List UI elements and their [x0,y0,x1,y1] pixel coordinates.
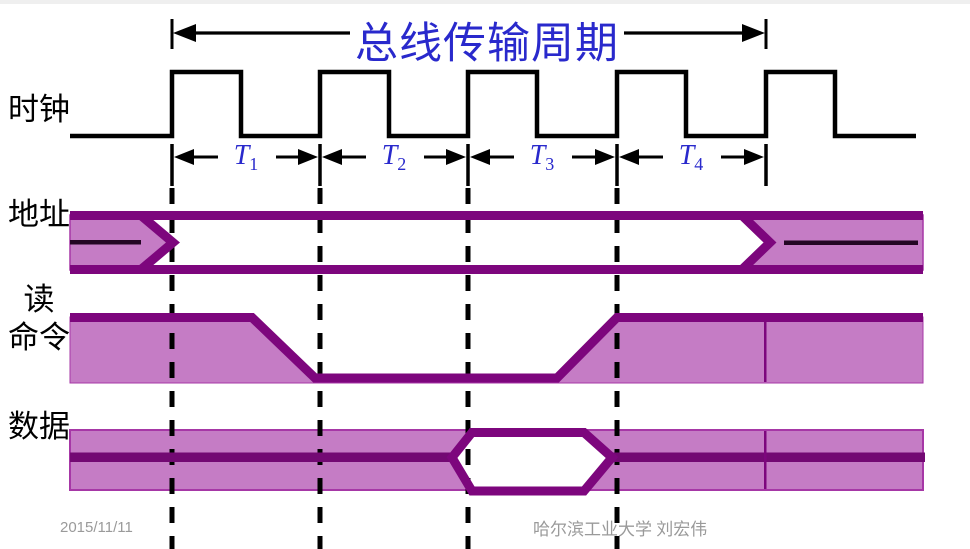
period-t4-symbol: T [678,140,695,171]
clock-waveform [70,69,916,139]
data-midline-right [612,452,925,462]
address-bottom-rail [70,265,923,274]
read-command-fill [69,316,924,384]
period-t2-symbol: T [381,140,398,171]
period-label-t2: T2 [372,140,416,175]
period-t3-subscript: 3 [545,154,555,174]
address-midline-left [70,240,141,245]
period-t1-symbol: T [233,140,250,171]
read-command-line [70,313,923,383]
waveform-fills [69,214,924,491]
address-label: 地址 [8,197,70,232]
address-close-transition [738,212,777,273]
slide-top-edge [0,0,970,4]
period-label-t3: T3 [520,140,564,175]
data-valid-window-border [446,428,619,496]
period-label-t4: T4 [669,140,713,175]
period-arrowheads [174,149,764,165]
data-label: 数据 [8,409,70,444]
period-ticks [170,144,768,186]
diagram-title: 总线传输周期 [355,21,619,68]
read-command-label: 读 命令 [8,282,70,355]
clock-label: 时钟 [8,92,70,127]
period-label-t1: T1 [224,140,268,175]
data-valid-window-fill [452,432,612,491]
data-midline-left [70,452,453,462]
period-t2-subscript: 2 [397,154,407,174]
read-command-divider [764,320,767,382]
title-span-arrow [170,19,768,49]
data-band-divider [764,431,767,489]
address-midline-right [784,240,918,245]
period-arrows [170,144,768,186]
footer-credit: 哈尔滨工业大学 刘宏伟 [533,520,708,539]
period-t1-subscript: 1 [249,154,259,174]
waveform-strokes [70,211,925,496]
title-arrowhead-left [173,24,196,42]
period-t4-subscript: 4 [694,154,704,174]
title-arrowhead-right [742,24,765,42]
address-open-transition [138,212,180,273]
address-top-rail [70,211,923,220]
period-t3-symbol: T [529,140,546,171]
footer-date: 2015/11/11 [60,519,133,536]
